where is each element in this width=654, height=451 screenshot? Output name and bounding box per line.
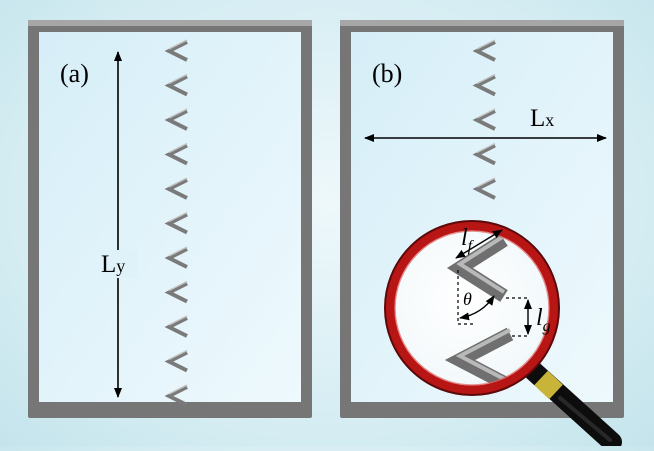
- panel-label-a: (a): [60, 59, 89, 88]
- ly-label: Ly: [101, 251, 125, 278]
- lx-label: Lx: [530, 105, 554, 132]
- channel-b-fin-2: [472, 74, 496, 97]
- panel-label-b: (b): [372, 59, 402, 88]
- channel-a-fin-11: [164, 385, 188, 407]
- lg-label: lg: [536, 305, 551, 335]
- magnifier-handle: [518, 356, 622, 451]
- magnifier: lf θ lg: [384, 220, 622, 451]
- channel-a-fin-9: [164, 316, 188, 338]
- channel-a-fin-4: [164, 143, 188, 166]
- channel-b-fin-1: [472, 40, 496, 62]
- magnified-fin-lower: [444, 327, 514, 390]
- lf-label: lf: [461, 225, 475, 255]
- channel-a-fin-5: [164, 178, 188, 200]
- channel-a-fin-10: [164, 350, 188, 373]
- panel-a: (a) Ly: [28, 20, 312, 418]
- channel-b-fin-4: [472, 143, 496, 166]
- channel-a-fin-7: [164, 247, 188, 269]
- panel-b: (b) Lx lf: [340, 20, 624, 451]
- channel-b-fin-3: [472, 109, 496, 131]
- channel-b-fin-5: [472, 178, 496, 200]
- magnifier-rim: [385, 221, 559, 395]
- channel-water-a: [39, 32, 301, 402]
- lf-dimension-arrow: [455, 229, 503, 259]
- channel-a-fin-8: [164, 281, 188, 304]
- fin-array-b: [472, 39, 496, 200]
- channel-a-fin-1: [164, 40, 188, 62]
- channel-a-fin-3: [164, 109, 188, 131]
- fin-array-a: [164, 39, 188, 407]
- channel-a-fin-6: [164, 212, 188, 235]
- theta-arc: [459, 295, 495, 321]
- channel-a-fin-2: [164, 74, 188, 97]
- theta-label: θ: [463, 289, 472, 309]
